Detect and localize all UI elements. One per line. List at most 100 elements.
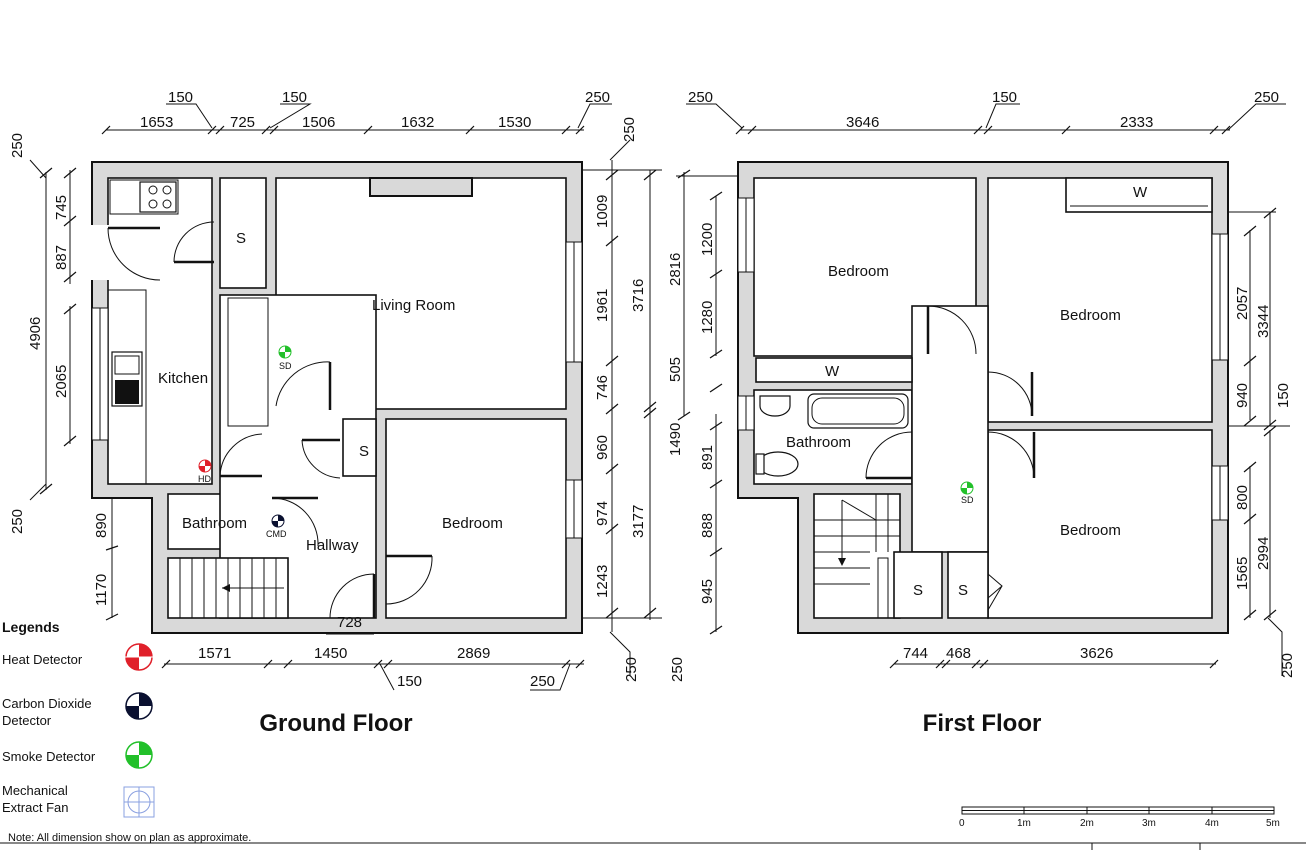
- dim-ground-left-total: 4906: [27, 317, 44, 350]
- dim-first-right-1: 2057: [1234, 287, 1251, 320]
- dim-first-right-7: 1565: [1234, 557, 1251, 590]
- dim-first-left-3: 1280: [699, 301, 716, 334]
- dim-first-left-4: 505: [667, 357, 684, 382]
- bedroom-first-3-space: [987, 429, 1213, 619]
- dim-first-left-7: 888: [699, 513, 716, 538]
- room-label-bedroom-first-2: Bedroom: [1060, 307, 1121, 324]
- dim-first-left-5: 1490: [667, 423, 684, 456]
- legend-label-heat-detector: Heat Detector: [2, 652, 83, 667]
- extract-fan-icon: [123, 786, 155, 818]
- dim-ground-right-4: 960: [594, 435, 611, 460]
- room-label-store-2: S: [359, 443, 369, 460]
- dim-ground-bottom-door: 728: [337, 614, 362, 631]
- bedroom-ground-space: [385, 418, 567, 619]
- room-label-bedroom-first-1: Bedroom: [828, 263, 889, 280]
- stairs-first: [814, 494, 900, 619]
- first-floor-plan: [737, 161, 1229, 634]
- room-label-store-1: S: [236, 230, 246, 247]
- dim-ground-top-5: 1530: [498, 114, 531, 131]
- dim-ground-right-top: 250: [621, 117, 638, 142]
- dim-first-right-4: 150: [1275, 383, 1292, 408]
- dim-first-right-2: 3344: [1255, 305, 1272, 338]
- door-swing-front: [329, 573, 375, 619]
- smoke-detector-icon: [125, 741, 153, 769]
- dim-ground-left-2: 887: [53, 245, 70, 270]
- store-space-2: [342, 418, 377, 477]
- door-swing-kitchen: [107, 227, 161, 281]
- dim-ground-top-outer-2: 150: [282, 89, 307, 106]
- dim-ground-right-5: 974: [594, 501, 611, 526]
- first-floor-title: First Floor: [923, 710, 1042, 737]
- dim-first-right-bottom: 250: [1279, 653, 1296, 678]
- chimney-breast: [369, 177, 473, 197]
- wardrobe-space-1: [755, 357, 913, 383]
- scale-bar: 0 1m 2m 3m 4m 5m: [959, 806, 1280, 829]
- dim-first-right-5: 800: [1234, 485, 1251, 510]
- dim-first-left-2: 1200: [699, 223, 716, 256]
- dim-ground-top-4: 1632: [401, 114, 434, 131]
- room-label-store-4: S: [958, 582, 968, 599]
- scale-label-1: 1m: [1017, 818, 1031, 829]
- legend-label-extract-fan: Mechanical Extract Fan: [2, 783, 71, 815]
- dim-first-right-6: 2994: [1255, 537, 1272, 570]
- room-label-store-3: S: [913, 582, 923, 599]
- smoke-detector-ground-label: SD: [279, 361, 292, 371]
- stairs-first-space: [813, 493, 901, 619]
- dim-ground-left-3: 2065: [53, 365, 70, 398]
- door-swing-bathroom-first: [865, 431, 913, 479]
- ground-floor-plan: [90, 161, 583, 634]
- dim-ground-left-top: 250: [9, 133, 26, 158]
- basin-icon: [759, 395, 791, 417]
- dim-first-top-2: 2333: [1120, 114, 1153, 131]
- legend-label-smoke-detector: Smoke Detector: [2, 749, 96, 764]
- dim-ground-left-low-2: 1170: [93, 574, 110, 606]
- dim-first-left-8: 945: [699, 579, 716, 604]
- carbon-dioxide-detector-icon: [125, 692, 153, 720]
- heat-detector-ground: [198, 459, 212, 473]
- dim-first-left-6: 891: [699, 445, 716, 470]
- store-space-3: [893, 551, 943, 619]
- door-swing-store: [173, 221, 215, 263]
- approximate-dimensions-note: Note: All dimension show on plan as appr…: [8, 832, 251, 844]
- room-label-bedroom-first-3: Bedroom: [1060, 522, 1121, 539]
- dim-first-left-1: 2816: [667, 253, 684, 286]
- dim-first-top-outer-1: 250: [688, 89, 713, 106]
- dim-ground-right-6: 1243: [594, 565, 611, 598]
- store-space-1: [219, 177, 267, 289]
- hob-icon: [139, 181, 177, 213]
- bath-icon: [807, 393, 909, 429]
- landing-space: [911, 305, 989, 553]
- door-swing-bed1: [927, 305, 977, 355]
- dim-first-left-bottom: 250: [669, 657, 686, 682]
- smoke-detector-ground: [278, 345, 292, 359]
- dim-first-bottom-1: 744: [903, 645, 928, 662]
- kitchen-worktop-right: [227, 297, 269, 427]
- scale-label-4: 4m: [1205, 818, 1219, 829]
- kitchen-worktop-side: [107, 289, 147, 485]
- dim-ground-bottom-outer-1: 150: [397, 673, 422, 690]
- dim-ground-right-2: 1961: [594, 289, 611, 322]
- ground-floor-title: Ground Floor: [259, 710, 412, 737]
- scale-label-3: 3m: [1142, 818, 1156, 829]
- heat-detector-icon: [124, 643, 154, 671]
- dim-ground-bottom-2: 1450: [314, 645, 347, 662]
- dim-ground-right-1: 1009: [594, 195, 611, 228]
- scale-label-2: 2m: [1080, 818, 1094, 829]
- scale-label-5: 5m: [1266, 818, 1280, 829]
- store-space-4: [947, 551, 989, 619]
- room-label-kitchen: Kitchen: [158, 370, 208, 387]
- room-label-wardrobe-2: W: [1133, 184, 1148, 201]
- room-label-bathroom-first: Bathroom: [786, 434, 851, 451]
- kitchen-door-gap: [90, 225, 110, 280]
- dim-first-top-1: 3646: [846, 114, 879, 131]
- dim-ground-bottom-1: 1571: [198, 645, 231, 662]
- dim-first-top-outer-2: 150: [992, 89, 1017, 106]
- dim-ground-left-1: 745: [53, 195, 70, 220]
- dim-ground-right-total-2: 3177: [630, 505, 647, 538]
- door-swing-store2: [301, 439, 341, 479]
- dim-first-bottom-2: 468: [946, 645, 971, 662]
- legend-label-carbon-dioxide-detector: Carbon Dioxide Detector: [2, 696, 95, 728]
- bedroom-first-2-space: [987, 177, 1213, 423]
- dim-ground-bottom-3: 2869: [457, 645, 490, 662]
